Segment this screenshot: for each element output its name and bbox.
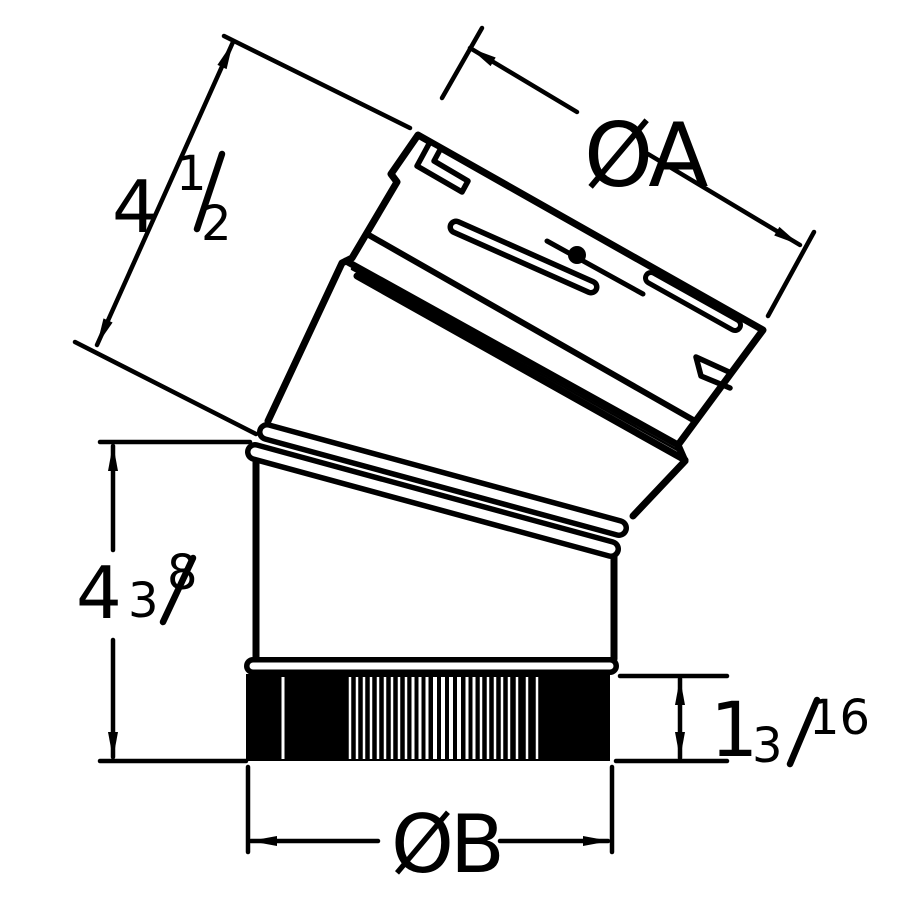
- dim-text-top-diameter: ØA: [584, 104, 708, 207]
- crimped-end-band: [246, 674, 610, 761]
- dim-text-denominator: 2: [201, 196, 232, 252]
- fraction-slash: [159, 554, 197, 626]
- long-slot: [447, 218, 600, 296]
- dim-upper-length: 4 1 2: [72, 33, 413, 437]
- dim-bottom-diameter: ØB: [245, 764, 615, 891]
- band-top-line: [342, 257, 682, 449]
- dim-text-whole: 4: [112, 165, 158, 249]
- dim-text-whole: 4: [76, 551, 122, 635]
- dim-crimp-height: 1 3 16: [613, 673, 870, 774]
- arrowhead: [675, 732, 685, 759]
- dimension-line: [645, 151, 803, 248]
- dim-label-crimp-height: 1 3 16: [710, 685, 870, 774]
- dim-text-numerator: 3: [128, 573, 159, 629]
- collar-band: [342, 257, 689, 464]
- band-bottom-line: [353, 272, 689, 464]
- arrowhead: [250, 836, 277, 846]
- rivet-guide-line: [544, 238, 646, 297]
- seam-line: [364, 231, 698, 424]
- lower-pipe-section: [252, 457, 618, 663]
- rivet-dot: [568, 246, 586, 264]
- crimp-ridges: [281, 677, 539, 759]
- arrowhead: [108, 732, 118, 759]
- dim-text-denominator: 8: [167, 545, 198, 601]
- extension-line: [439, 25, 485, 101]
- dim-text-whole: 1: [710, 685, 758, 774]
- upper-pipe-section: [264, 131, 767, 520]
- arrowhead: [470, 48, 496, 67]
- elbow-seam-beads: [245, 422, 629, 559]
- dimension-line: [94, 39, 236, 348]
- dim-lower-length: 4 3 8: [76, 439, 253, 764]
- arrowhead: [108, 444, 118, 471]
- extension-line: [72, 339, 259, 437]
- arrowhead: [675, 678, 685, 705]
- arrowhead: [217, 42, 233, 70]
- upper-seam-fill: [262, 427, 624, 533]
- extension-line: [765, 229, 817, 319]
- band-shadow-line: [350, 267, 683, 454]
- dim-text-denominator: 16: [809, 690, 870, 746]
- dim-text-numerator: 3: [752, 718, 783, 774]
- dim-label-lower-length: 4 3 8: [76, 545, 198, 635]
- fraction-slash: [193, 150, 226, 233]
- arrowhead: [97, 318, 113, 345]
- lower-pipe-face: [256, 460, 614, 659]
- dim-top-diameter: ØA: [439, 25, 817, 319]
- edge-notch: [693, 354, 733, 391]
- dim-label-upper-length: 4 1 2: [112, 146, 232, 252]
- twist-lock-slot-right: [643, 270, 743, 333]
- arrowhead: [774, 226, 800, 245]
- dim-text-bottom-diameter: ØB: [391, 798, 501, 891]
- arrowhead: [583, 836, 610, 846]
- dim-text-numerator: 1: [176, 146, 207, 202]
- extension-line: [221, 33, 413, 131]
- fraction-slash: [786, 696, 821, 768]
- twist-lock-slot-left: [414, 139, 471, 195]
- lower-seam-fill: [250, 447, 616, 554]
